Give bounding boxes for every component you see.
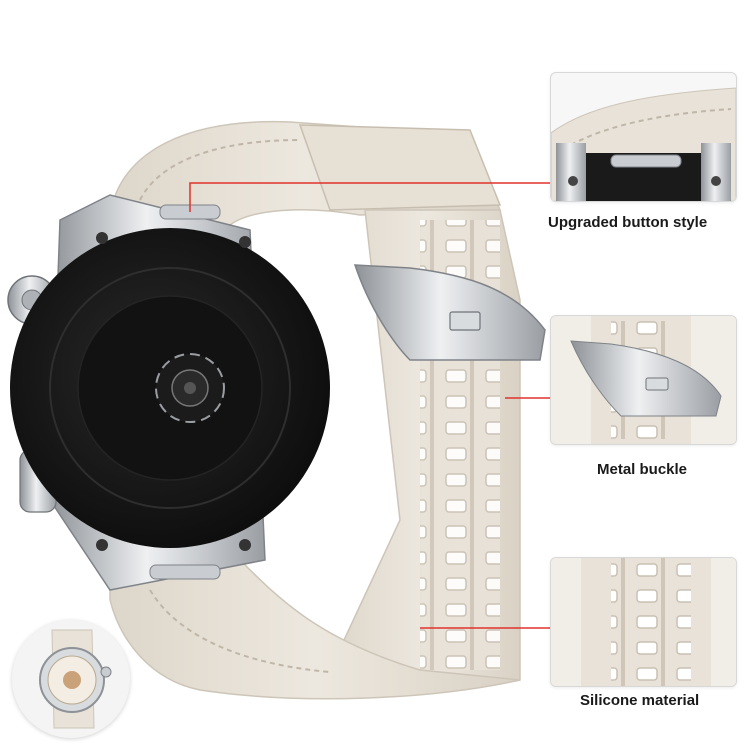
inset-silicone [550, 557, 737, 687]
strap-keeper [298, 124, 502, 211]
callout-label-button: Upgraded button style [548, 214, 708, 231]
leader-lines [189, 182, 550, 629]
callout-label-silicone: Silicone material [580, 692, 700, 709]
callout-label-buckle: Metal buckle [597, 461, 688, 478]
sensor-icon [155, 353, 225, 423]
inset-buckle [550, 315, 737, 445]
inset-button [550, 72, 737, 202]
strap-lower [109, 559, 521, 700]
thumbnail-watch [12, 620, 130, 738]
